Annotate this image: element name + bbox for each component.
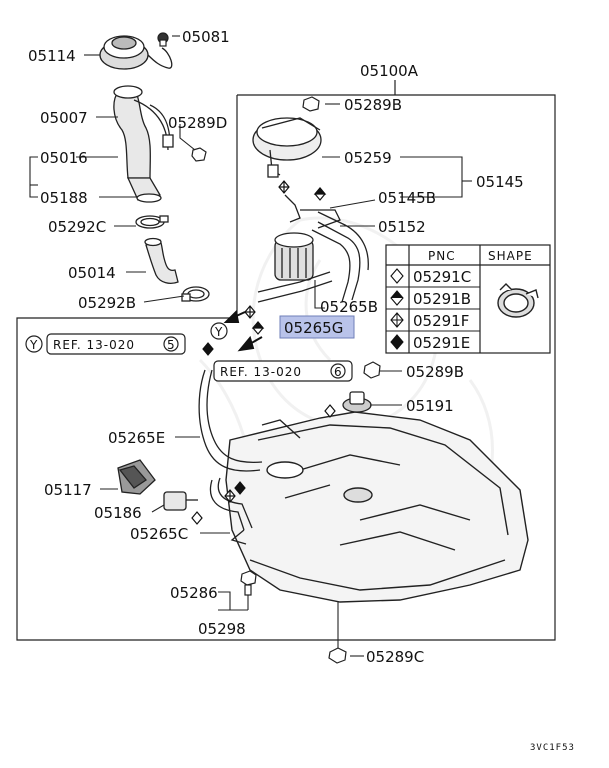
- hose-clamp-shape-icon: [497, 283, 539, 318]
- label-05152[interactable]: 05152: [378, 218, 426, 236]
- highlight-box-05265G: [279, 315, 355, 339]
- leader-lines: [29, 35, 472, 657]
- fuel-tank[interactable]: [225, 411, 529, 603]
- shape-table-header-shape: SHAPE: [488, 249, 533, 263]
- cap-05191[interactable]: [342, 391, 372, 413]
- label-05145[interactable]: 05145: [476, 173, 524, 191]
- label-05014[interactable]: 05014: [68, 264, 116, 282]
- label-05292C[interactable]: 05292C: [48, 218, 106, 236]
- diamond-half-fill: [391, 291, 403, 298]
- diagram-title: 05100A: [360, 62, 419, 80]
- clamp-05292B[interactable]: [181, 286, 210, 302]
- ref-left-text: REF. 13-020: [53, 338, 135, 352]
- label-05016[interactable]: 05016: [40, 149, 88, 167]
- ref-y-marker[interactable]: Y: [210, 322, 228, 340]
- clamp-05292C[interactable]: [135, 215, 169, 229]
- fuel-cap-05114[interactable]: [99, 35, 173, 70]
- label-05289D[interactable]: 05289D: [168, 114, 227, 132]
- pnc-05291C[interactable]: 05291C: [413, 268, 471, 286]
- ref-mid-text: REF. 13-020: [220, 365, 302, 379]
- fuel-hose-05265B[interactable]: [311, 221, 361, 303]
- label-05114[interactable]: 05114: [28, 47, 76, 65]
- label-05191[interactable]: 05191: [406, 397, 454, 415]
- label-05286[interactable]: 05286: [170, 584, 218, 602]
- bolt-05286[interactable]: [240, 570, 257, 596]
- hose-05188[interactable]: [126, 177, 162, 203]
- hose-05014[interactable]: [144, 237, 179, 284]
- filler-neck-05007[interactable]: [113, 85, 174, 179]
- vent-hose-05265E[interactable]: [198, 369, 263, 472]
- ref-mid-box[interactable]: REF. 13-020 6: [213, 360, 353, 382]
- label-05265C[interactable]: 05265C: [130, 525, 188, 543]
- label-05117[interactable]: 05117: [44, 481, 92, 499]
- nut-05289B-mid[interactable]: [363, 361, 381, 379]
- fuel-hose-05152[interactable]: [317, 211, 369, 271]
- canister-05117[interactable]: [117, 459, 156, 495]
- nut-05289C[interactable]: [328, 647, 347, 664]
- cap-tether-bolt-05081[interactable]: [157, 32, 169, 47]
- diamond-filled-icon: [390, 334, 404, 350]
- ref-y-marker-text: Y: [214, 325, 223, 339]
- fuel-pump-module-05259[interactable]: [252, 117, 322, 178]
- label-05289B-mid[interactable]: 05289B: [406, 363, 464, 381]
- pnc-05291E[interactable]: 05291E: [413, 334, 470, 352]
- diamond-outline-icon: [390, 268, 404, 284]
- label-05265E[interactable]: 05265E: [108, 429, 165, 447]
- label-05081[interactable]: 05081: [182, 28, 230, 46]
- ref-left-circle: Y: [29, 338, 38, 352]
- shape-table-header-pnc: PNC: [428, 249, 456, 263]
- label-05188[interactable]: 05188: [40, 189, 88, 207]
- label-05265B[interactable]: 05265B: [320, 298, 378, 316]
- label-05186[interactable]: 05186: [94, 504, 142, 522]
- filter-05186[interactable]: [163, 491, 198, 511]
- ref-left-box[interactable]: Y REF. 13-020 5: [25, 333, 186, 355]
- bracket-bolt-05289D[interactable]: [191, 147, 207, 162]
- label-05265G[interactable]: 05265G: [284, 319, 343, 337]
- pnc-05291B[interactable]: 05291B: [413, 290, 471, 308]
- label-05145B[interactable]: 05145B: [378, 189, 436, 207]
- hose-05265C[interactable]: [209, 477, 253, 545]
- ref-left-num: 5: [167, 338, 176, 352]
- pump-float-assembly: [284, 194, 341, 229]
- nut-05289B-top[interactable]: [302, 96, 320, 112]
- label-05007[interactable]: 05007: [40, 109, 88, 127]
- label-05289C[interactable]: 05289C: [366, 648, 424, 666]
- diamond-markers: [191, 180, 336, 525]
- ref-arrows: [223, 309, 263, 352]
- label-05289B-top[interactable]: 05289B: [344, 96, 402, 114]
- pnc-05291F[interactable]: 05291F: [413, 312, 469, 330]
- label-05292B[interactable]: 05292B: [78, 294, 136, 312]
- footer-code: 3VC1F53: [530, 743, 575, 753]
- ref-mid-num: 6: [334, 365, 343, 379]
- label-05259[interactable]: 05259: [344, 149, 392, 167]
- label-05298[interactable]: 05298: [198, 620, 246, 638]
- shape-table: PNC SHAPE 05291C 05291B 05291F 05291E: [385, 244, 551, 354]
- fuel-pump-strainer[interactable]: [274, 232, 314, 281]
- fuel-hose-05265G[interactable]: [257, 271, 333, 303]
